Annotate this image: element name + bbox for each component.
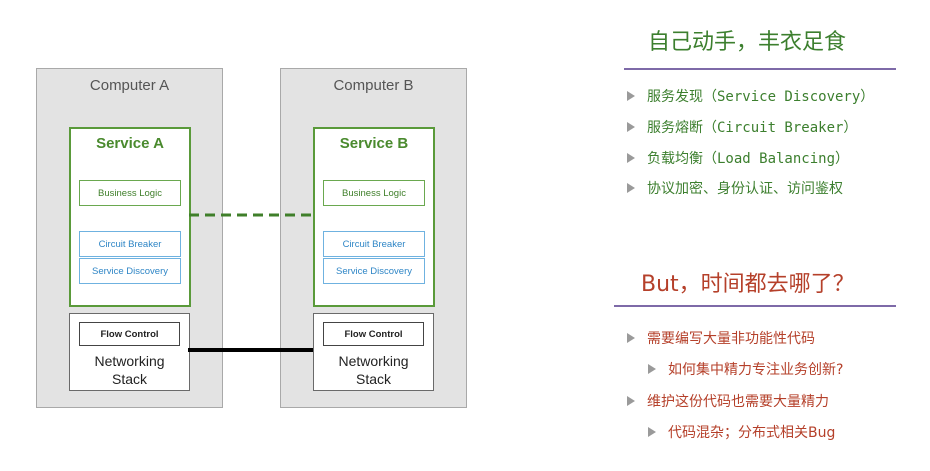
networking-stack-b-label-1: Networking bbox=[338, 353, 409, 369]
service-a-circuit-breaker: Circuit Breaker bbox=[79, 231, 181, 257]
panel-bottom-item: 维护这份代码也需要大量精力 bbox=[627, 391, 829, 411]
bullet-triangle-icon bbox=[648, 364, 656, 374]
panel-bottom-rule bbox=[614, 305, 896, 307]
bullet-triangle-icon bbox=[627, 183, 635, 193]
networking-stack-a: Flow Control Networking Stack bbox=[69, 313, 190, 391]
networking-stack-b: Flow Control Networking Stack bbox=[313, 313, 434, 391]
bullet-triangle-icon bbox=[627, 333, 635, 343]
bullet-triangle-icon bbox=[627, 153, 635, 163]
panel-bottom-item: 需要编写大量非功能性代码 bbox=[627, 328, 815, 348]
panel-bottom-subitem: 代码混杂；分布式相关Bug bbox=[648, 422, 835, 442]
panel-top-item: 负载均衡（Load Balancing） bbox=[627, 148, 849, 168]
networking-stack-a-label-2: Stack bbox=[111, 371, 147, 387]
service-a-business-logic: Business Logic bbox=[79, 180, 181, 206]
panel-top-rule bbox=[624, 68, 896, 70]
panel-top-item: 服务发现（Service Discovery） bbox=[627, 86, 874, 106]
panel-top-item: 服务熔断（Circuit Breaker） bbox=[627, 117, 857, 137]
flow-control-b: Flow Control bbox=[323, 322, 424, 346]
panel-top-item: 协议加密、身份认证、访问鉴权 bbox=[627, 178, 843, 198]
service-b-service-discovery: Service Discovery bbox=[323, 258, 425, 284]
computer-b-title: Computer B bbox=[333, 77, 414, 94]
service-b-business-logic: Business Logic bbox=[323, 180, 425, 206]
service-b-circuit-breaker: Circuit Breaker bbox=[323, 231, 425, 257]
service-a-service-discovery: Service Discovery bbox=[79, 258, 181, 284]
computer-a-title: Computer A bbox=[89, 77, 170, 94]
panel-bottom-subitem: 如何集中精力专注业务创新? bbox=[648, 359, 843, 379]
service-a-title: Service A bbox=[96, 135, 164, 152]
service-b-title: Service B bbox=[339, 135, 409, 152]
bullet-triangle-icon bbox=[648, 427, 656, 437]
networking-stack-a-label-1: Networking bbox=[94, 353, 165, 369]
bullet-triangle-icon bbox=[627, 122, 635, 132]
service-b-box: Service B Business Logic Circuit Breaker… bbox=[313, 127, 435, 307]
networking-stack-b-label-2: Stack bbox=[355, 371, 391, 387]
bullet-triangle-icon bbox=[627, 396, 635, 406]
panel-bottom-heading: But，时间都去哪了？ bbox=[641, 272, 855, 297]
bullet-triangle-icon bbox=[627, 91, 635, 101]
panel-top-heading: 自己动手，丰衣足食 bbox=[648, 30, 847, 55]
flow-control-a: Flow Control bbox=[79, 322, 180, 346]
service-a-box: Service A Business Logic Circuit Breaker… bbox=[69, 127, 191, 307]
